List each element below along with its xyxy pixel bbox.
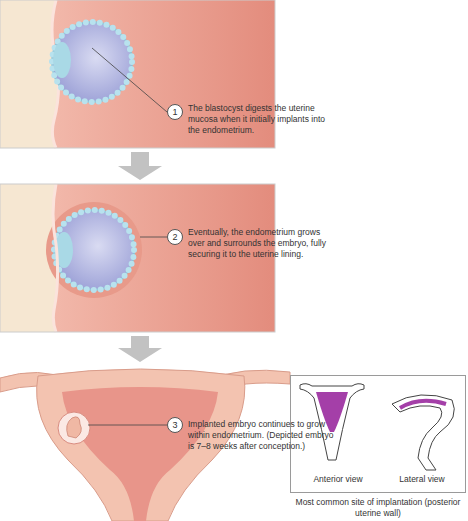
callout-number: 1: [172, 107, 177, 117]
callout-number: 3: [172, 420, 177, 430]
callout-circle: 3: [167, 417, 183, 433]
step-description: The blastocyst digests the uterine mucos…: [188, 103, 338, 136]
view-label: Anterior view: [299, 474, 377, 485]
callout-circle: 2: [167, 229, 183, 245]
callout-number: 2: [172, 232, 177, 242]
callout-circle: 1: [167, 104, 183, 120]
caption-text: Most common site of implantation (poster…: [292, 497, 464, 519]
view-label: Lateral view: [383, 474, 461, 485]
step-description: Implanted embryo continues to grow withi…: [188, 419, 338, 452]
step-description: Eventually, the endometrium grows over a…: [188, 227, 338, 260]
